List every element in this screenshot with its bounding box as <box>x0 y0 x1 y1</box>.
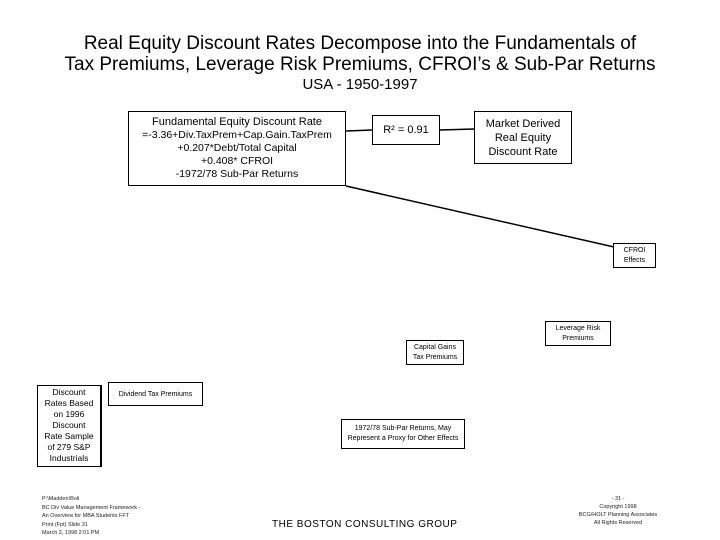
formula-heading: Fundamental Equity Discount Rate <box>152 116 322 128</box>
footer-right-line: All Rights Reserved <box>593 520 643 526</box>
r-squared-box: R² = 0.91 <box>372 115 440 145</box>
cfroi-label: CFROI <box>623 247 646 254</box>
subpar-returns-box: 1972/78 Sub-Par Returns, May Represent a… <box>341 419 465 449</box>
discount-box-line: Industrials <box>49 453 89 463</box>
dividend-tax-premiums-box: Dividend Tax Premiums <box>108 382 203 406</box>
subpar-label: Represent a Proxy for Other Effects <box>347 435 459 442</box>
fundamental-discount-rate-box: Fundamental Equity Discount Rate =-3.36+… <box>128 111 346 186</box>
discount-box-line: Rate Sample <box>44 431 94 441</box>
market-discount-rate-box: Market Derived Real Equity Discount Rate <box>474 111 572 164</box>
capgains-label: Capital Gains <box>413 344 457 351</box>
formula-line: +0.207*Debt/Total Capital <box>177 142 297 154</box>
dividend-label: Dividend Tax Premiums <box>118 391 193 398</box>
company-name: THE BOSTON CONSULTING GROUP <box>272 519 458 530</box>
cfroi-effects-box: CFROI Effects <box>613 243 656 268</box>
discount-box-line: Rates Based <box>44 398 94 408</box>
page-title-line-1: Real Equity Discount Rates Decompose int… <box>83 33 637 54</box>
formula-to-cfroi-line <box>345 185 615 248</box>
formula-line: +0.408* CFROI <box>200 155 274 167</box>
page-title-line-2: Tax Premiums, Leverage Risk Premiums, CF… <box>64 54 656 75</box>
footer-left-line: BC Div Value Management Framework - <box>42 504 141 511</box>
formula-to-r2-line <box>345 129 373 132</box>
capital-gains-tax-premiums-box: Capital Gains Tax Premiums <box>406 340 464 365</box>
market-box-line: Real Equity <box>494 132 552 144</box>
formula-line: =-3.36+Div.TaxPrem+Cap.Gain.TaxPrem <box>142 129 332 141</box>
r2-to-market-line <box>439 128 475 131</box>
footer-left-line: Print (Fpt) Slide 31 <box>42 521 88 528</box>
discount-rates-sample-box: Discount Rates Based on 1996 Discount Ra… <box>37 385 102 467</box>
leverage-risk-premiums-box: Leverage Risk Premiums <box>545 321 611 346</box>
footer-right-line: BCG/HOLT Planning Associates <box>578 512 658 518</box>
capgains-label: Tax Premiums <box>412 354 458 361</box>
leverage-label: Premiums <box>562 335 594 342</box>
footer-left-line: An Overview for MBA Students FFT <box>42 513 130 519</box>
footer-left-line: March 2, 1998 2:01 PM <box>42 530 100 536</box>
cfroi-label: Effects <box>623 257 646 264</box>
footer-right-line: - 31 - <box>611 496 625 502</box>
footer-left-line: P:\Madden\Boli <box>42 496 80 502</box>
page-subtitle: USA - 1950-1997 <box>302 76 418 93</box>
footer-copyright: - 31 - Copyright 1998 BCG/HOLT Planning … <box>566 495 670 527</box>
discount-box-line: Discount <box>52 387 86 397</box>
r-squared-label: R² = 0.91 <box>383 124 429 136</box>
discount-box-line: of 279 S&P <box>47 442 91 452</box>
market-box-line: Market Derived <box>485 118 561 130</box>
leverage-label: Leverage Risk <box>555 325 601 332</box>
subpar-label: 1972/78 Sub-Par Returns, May <box>354 425 452 432</box>
discount-box-line: Discount <box>52 420 86 430</box>
footer-right-line: Copyright 1998 <box>599 504 637 510</box>
market-box-line: Discount Rate <box>488 146 558 158</box>
formula-line: -1972/78 Sub-Par Returns <box>175 168 299 180</box>
footer-file-info: P:\Madden\Boli BC Div Value Management F… <box>42 495 140 538</box>
discount-box-line: on 1996 <box>53 409 85 419</box>
